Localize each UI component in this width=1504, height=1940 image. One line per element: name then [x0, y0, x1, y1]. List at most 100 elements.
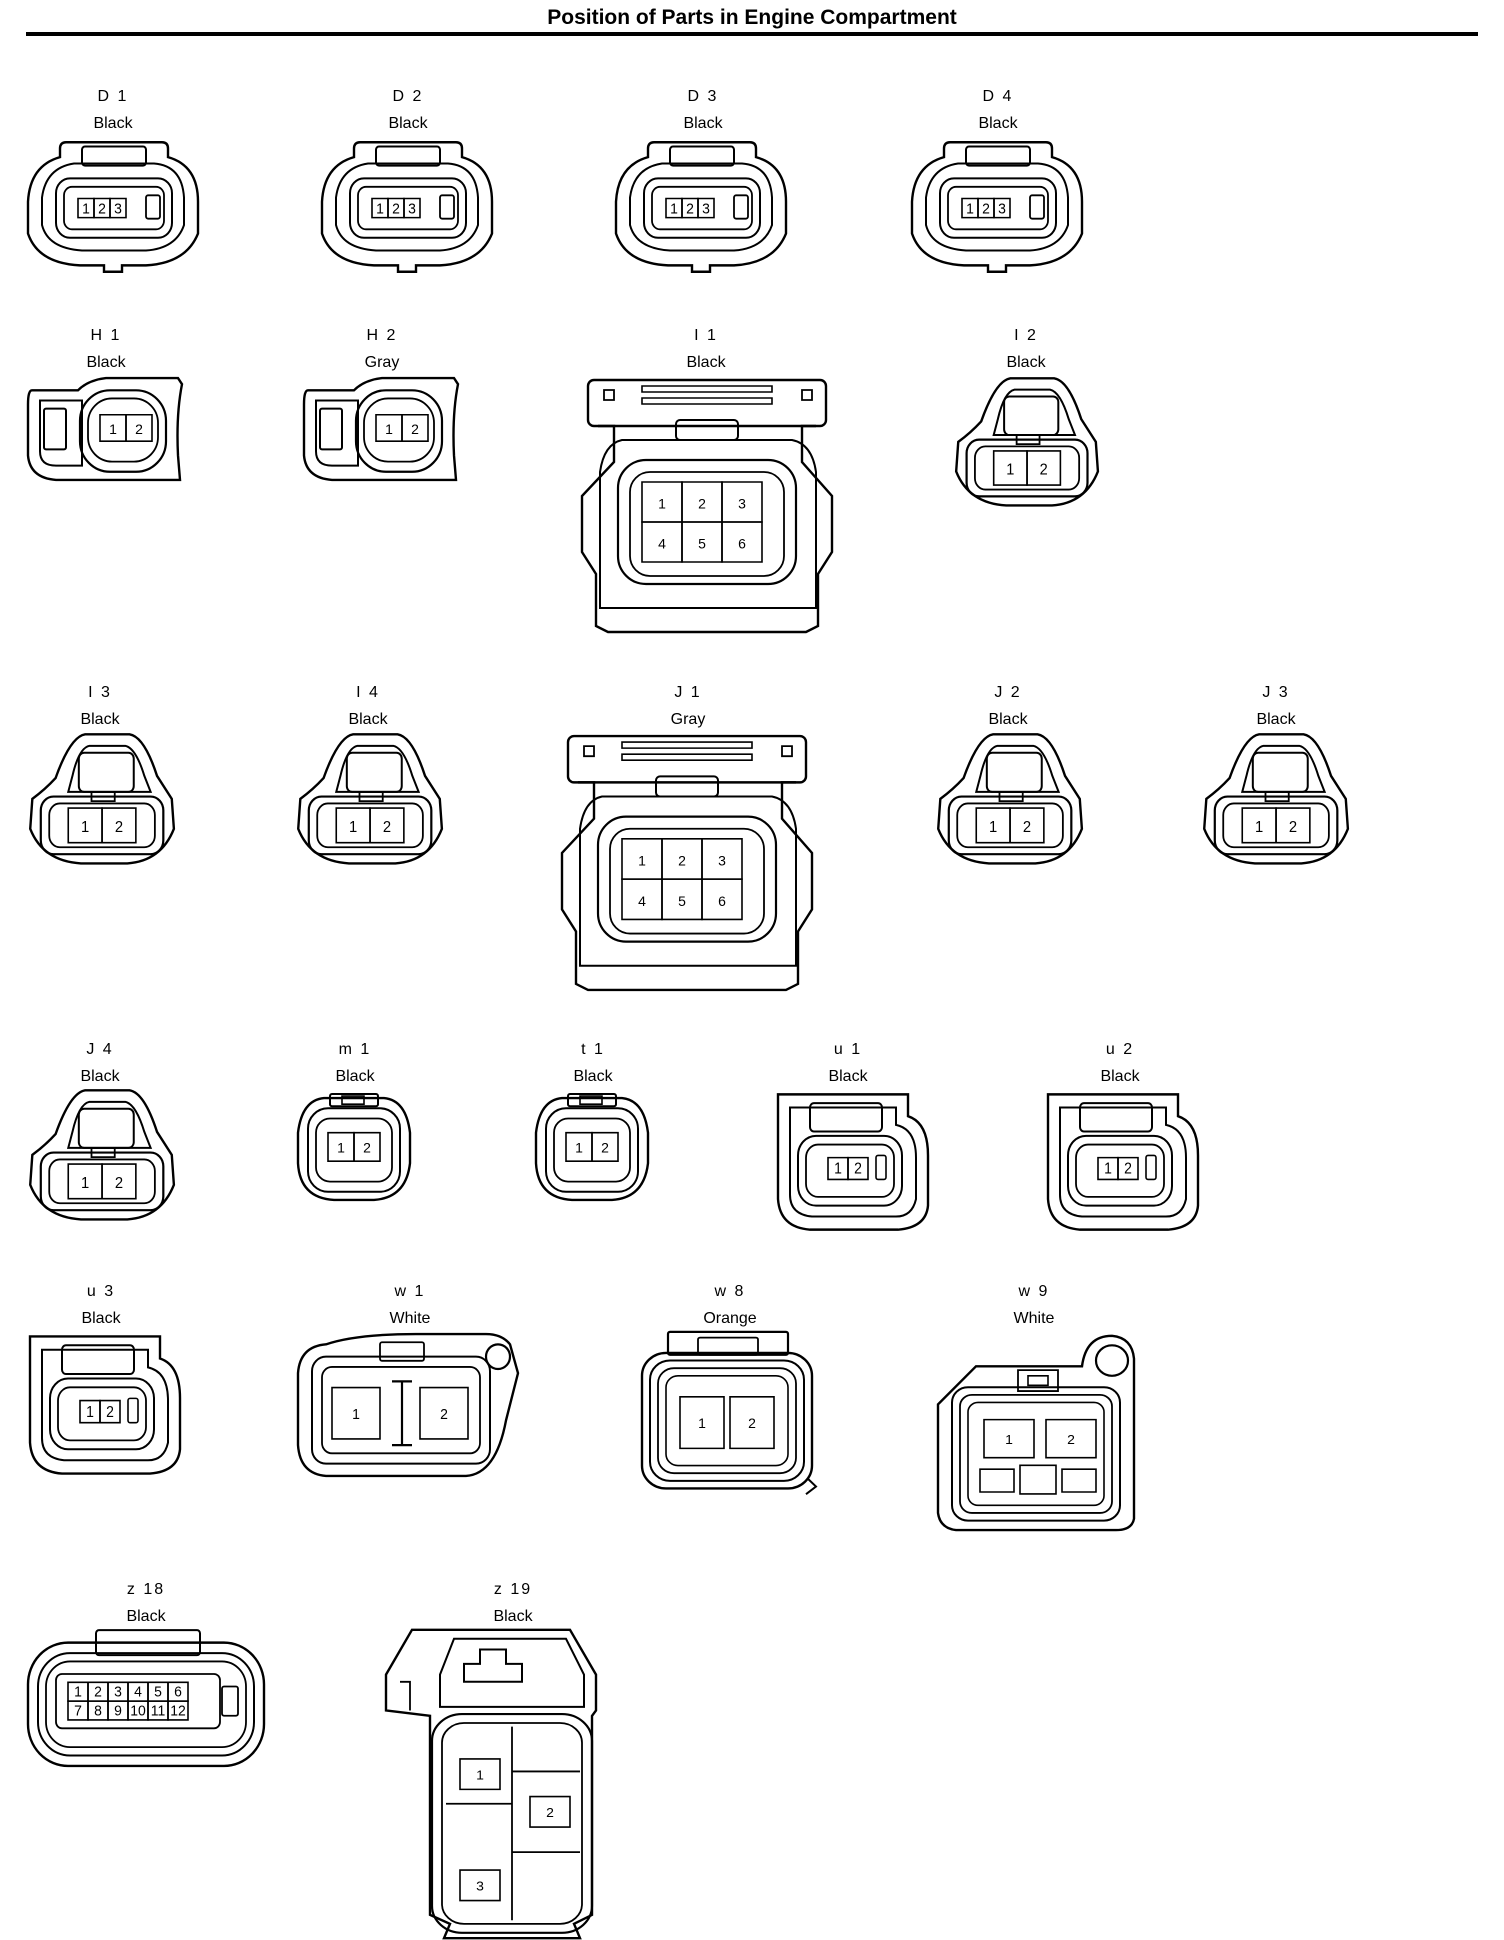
connector-icon: 1 2 3: [384, 1628, 640, 1940]
pin-label: 2: [601, 1139, 609, 1155]
connector-code: w 9: [1018, 1283, 1050, 1300]
pin-label: 1: [1006, 461, 1014, 479]
connector-code: w 8: [714, 1283, 746, 1300]
connector-code: w 1: [394, 1283, 426, 1300]
pin-label: 5: [678, 893, 686, 909]
connector-code: J 2: [994, 684, 1022, 701]
connector-color: Black: [683, 115, 723, 132]
pin-label: 2: [94, 1684, 102, 1700]
connector-color: Black: [388, 115, 428, 132]
connector-code: D 3: [687, 88, 719, 105]
pin-label: 6: [738, 535, 746, 551]
pin-label: 1: [337, 1139, 345, 1155]
pin-label: 1: [989, 818, 997, 836]
pin-label: 1: [698, 1416, 706, 1431]
pin-label: 2: [982, 201, 990, 217]
connector-color: Black: [686, 354, 726, 371]
connector-color: White: [389, 1310, 431, 1327]
pin-label: 1: [81, 818, 89, 836]
pin-label: 2: [854, 1161, 862, 1178]
connector-code: I 1: [694, 327, 718, 344]
pin-label: 2: [1040, 461, 1048, 479]
pin-label: 2: [748, 1416, 756, 1431]
connector-color: Gray: [670, 711, 706, 728]
connector-color: Black: [80, 1068, 120, 1085]
pin-label: 2: [383, 818, 391, 836]
connector-code: u 2: [1105, 1041, 1135, 1058]
pin-label: 4: [638, 893, 646, 909]
pin-label: 1: [670, 201, 678, 217]
pin-label: 10: [130, 1703, 146, 1719]
pin-label: 1: [1005, 1432, 1013, 1447]
pin-label: 2: [135, 421, 143, 437]
connector-color: Black: [335, 1068, 375, 1085]
connector-code: t 1: [581, 1041, 605, 1058]
connector-code: H 2: [366, 327, 398, 344]
pin-label: 1: [82, 201, 90, 217]
pin-label: 11: [151, 1703, 166, 1719]
connector-color: Orange: [703, 1310, 757, 1327]
pin-label: 1: [109, 421, 117, 437]
connector-code: H 1: [90, 327, 122, 344]
connector-code: D 1: [97, 88, 129, 105]
pin-label: 1: [376, 201, 384, 217]
connector-color: Black: [573, 1068, 613, 1085]
pin-label: 2: [440, 1407, 448, 1423]
pin-label: 2: [1067, 1432, 1075, 1447]
pin-label: 2: [678, 852, 686, 868]
connector-color: Black: [978, 115, 1018, 132]
pin-label: 1: [658, 495, 666, 511]
pin-label: 1: [86, 1404, 94, 1421]
connector-code: J 4: [86, 1041, 114, 1058]
connector-color: Black: [126, 1608, 166, 1625]
connector-color: Black: [80, 711, 120, 728]
pin-label: 12: [170, 1703, 186, 1719]
pin-label: 1: [575, 1139, 583, 1155]
pin-label: 1: [834, 1161, 842, 1178]
pin-label: 3: [476, 1879, 484, 1893]
pin-label: 2: [686, 201, 694, 217]
connector-color: White: [1013, 1310, 1055, 1327]
pin-label: 1: [1255, 818, 1263, 836]
pin-label: 2: [1023, 818, 1031, 836]
connector-code: z 19: [493, 1581, 533, 1598]
pin-label: 2: [411, 421, 419, 437]
pin-label: 1: [476, 1768, 484, 1782]
pin-label: 3: [114, 201, 122, 217]
connector-color: Black: [1006, 354, 1046, 371]
pin-label: 1: [352, 1407, 360, 1423]
title-rule: [26, 32, 1478, 36]
connector-code: I 2: [1014, 327, 1038, 344]
pin-label: 2: [698, 495, 706, 511]
page-title: Position of Parts in Engine Compartment: [547, 6, 957, 29]
connector-code: z 18: [126, 1581, 166, 1598]
pin-label: 3: [702, 201, 710, 217]
pin-label: 1: [385, 421, 393, 437]
pin-label: 4: [134, 1684, 142, 1700]
connector-code: D 4: [982, 88, 1014, 105]
pin-label: 8: [94, 1703, 102, 1719]
pin-label: 3: [114, 1684, 122, 1700]
connector-code: J 1: [674, 684, 702, 701]
connector-color: Black: [348, 711, 388, 728]
pin-label: 2: [546, 1806, 554, 1820]
pin-label: 3: [408, 201, 416, 217]
pin-label: 1: [966, 201, 974, 217]
pin-label: 4: [658, 535, 666, 551]
